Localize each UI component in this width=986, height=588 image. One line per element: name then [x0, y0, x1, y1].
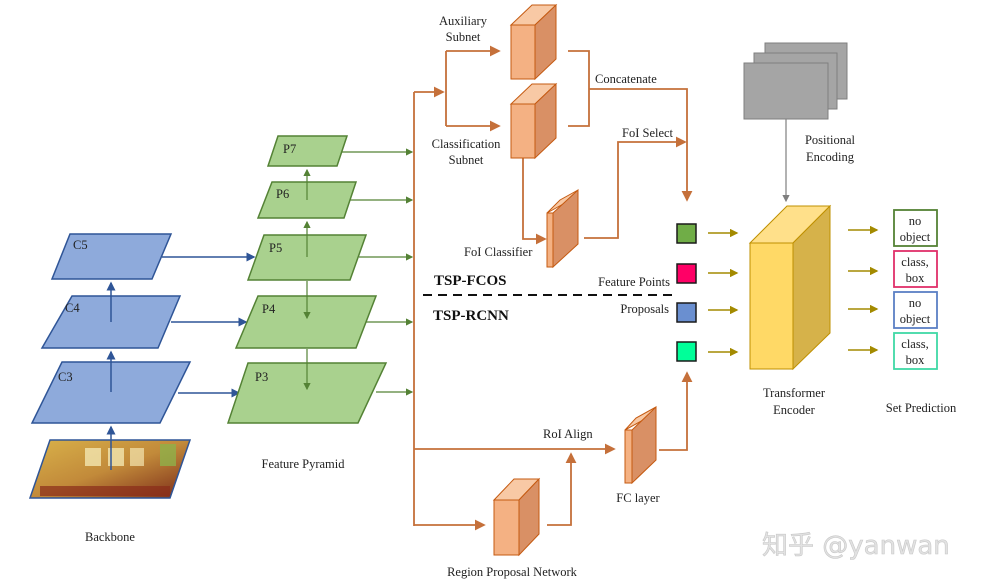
classification-subnet-block: Classification Subnet — [432, 82, 558, 167]
watermark: 知乎 @yanwan — [762, 531, 950, 561]
transformer-encoder-block: Transformer Encoder — [748, 204, 832, 417]
transformer-encoder-label-2: Encoder — [773, 403, 815, 417]
positional-encoding-label-2: Encoding — [806, 150, 855, 164]
prediction-1-line2: object — [900, 230, 931, 244]
prediction-3-line2: object — [900, 312, 931, 326]
set-prediction-label: Set Prediction — [886, 401, 957, 415]
tsp-fcos-label: TSP-FCOS — [434, 273, 507, 289]
pyramid-level-p4 — [234, 295, 378, 349]
concatenate-label: Concatenate — [595, 72, 657, 86]
prediction-2-line1: class, — [901, 255, 928, 269]
feature-pyramid: P3 P4 P5 P6 P7 Feature Pyramid — [226, 135, 388, 471]
pyramid-label-p4: P4 — [262, 302, 276, 316]
foi-classifier-block: FoI Classifier — [464, 188, 579, 269]
pyramid-level-p3 — [226, 362, 388, 424]
backbone-level-c5 — [50, 233, 173, 280]
prediction-box-3: no object — [893, 291, 938, 329]
roi-align-label: RoI Align — [543, 427, 593, 441]
auxiliary-subnet-label-2: Subnet — [446, 30, 481, 44]
rpn-label: Region Proposal Network — [447, 565, 578, 579]
fc-layer-block: FC layer — [616, 405, 661, 505]
tsp-rcnn-label: TSP-RCNN — [433, 308, 509, 324]
backbone-label: Backbone — [85, 530, 135, 544]
prediction-2-line2: box — [906, 271, 926, 285]
prediction-4-line2: box — [906, 353, 926, 367]
pyramid-level-p7 — [266, 135, 349, 167]
backbone: C3 C4 C5 Backbone — [28, 233, 192, 544]
feature-square-pink — [676, 263, 697, 284]
feature-square-blue — [676, 302, 697, 323]
foi-classifier-label: FoI Classifier — [464, 245, 533, 259]
orange-connector-bus — [413, 45, 693, 531]
pyramid-label-p6: P6 — [276, 187, 289, 201]
prediction-1-line1: no — [909, 214, 922, 228]
backbone-level-c3 — [30, 361, 192, 424]
classification-subnet-label-1: Classification — [432, 137, 501, 151]
proposals-label: Proposals — [620, 302, 669, 316]
pyramid-level-p5 — [246, 234, 368, 281]
prediction-box-2: class, box — [893, 250, 938, 288]
transformer-encoder-label-1: Transformer — [763, 386, 826, 400]
backbone-label-c3: C3 — [58, 370, 73, 384]
rpn-block: Region Proposal Network — [447, 477, 578, 579]
feature-pyramid-label: Feature Pyramid — [262, 457, 346, 471]
pyramid-label-p7: P7 — [283, 142, 296, 156]
backbone-image-icon — [28, 439, 192, 499]
prediction-3-line1: no — [909, 296, 922, 310]
pyramid-label-p5: P5 — [269, 241, 282, 255]
prediction-box-1: no object — [893, 209, 938, 247]
pyramid-label-p3: P3 — [255, 370, 268, 384]
auxiliary-subnet-label-1: Auxiliary — [439, 14, 488, 28]
positional-encoding-block: Positional Encoding — [743, 42, 856, 203]
backbone-label-c5: C5 — [73, 238, 88, 252]
backbone-label-c4: C4 — [65, 301, 80, 315]
prediction-box-4: class, box — [893, 332, 938, 370]
feature-points-label: Feature Points — [598, 275, 670, 289]
feature-square-green — [676, 223, 697, 244]
prediction-4-line1: class, — [901, 337, 928, 351]
feature-square-teal — [676, 341, 697, 362]
foi-select-label: FoI Select — [622, 126, 674, 140]
fc-layer-label: FC layer — [616, 491, 660, 505]
classification-subnet-label-2: Subnet — [449, 153, 484, 167]
auxiliary-subnet-block: Auxiliary Subnet — [439, 3, 558, 81]
positional-encoding-label-1: Positional — [805, 133, 856, 147]
set-prediction: no object class, box no object class, bo… — [886, 209, 957, 415]
